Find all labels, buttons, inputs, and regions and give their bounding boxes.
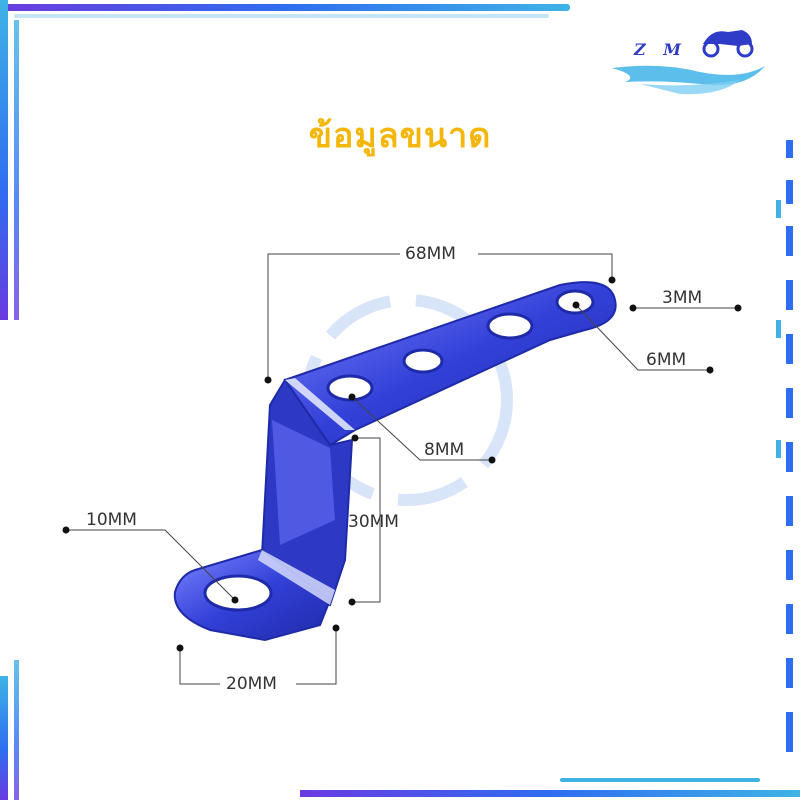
dimension-large-hole: 10MM <box>86 510 137 530</box>
page-title: ข้อมูลขนาด <box>308 116 492 156</box>
brand-logo <box>612 30 765 95</box>
brand-logo-text: Z M <box>634 40 687 59</box>
z-bracket-icon <box>173 281 617 642</box>
dimension-lines <box>66 253 738 685</box>
dimension-total-length: 68MM <box>405 244 456 264</box>
dimension-markers <box>62 276 742 652</box>
dimension-medium-hole: 8MM <box>424 440 465 460</box>
dimension-height: 30MM <box>348 512 399 532</box>
dimension-base-length: 20MM <box>226 674 277 694</box>
dimension-thickness: 3MM <box>662 288 703 308</box>
dimension-small-hole: 6MM <box>646 350 687 370</box>
